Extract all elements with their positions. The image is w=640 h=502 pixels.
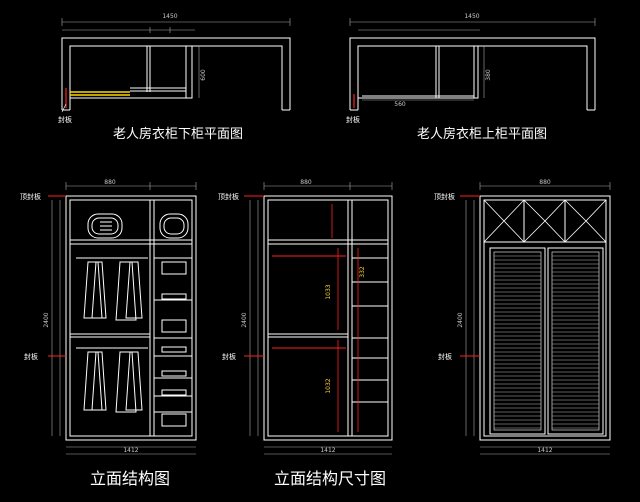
top-seal-tag-2: 顶封板 — [218, 192, 239, 201]
lower-cabinet-plan — [61, 18, 291, 113]
dim-top-width-2: 880 — [300, 179, 312, 186]
elevation-structure — [48, 182, 197, 455]
caption-elevation: 立面结构图 — [90, 469, 170, 488]
seal-board-tag-5: 封板 — [438, 352, 452, 361]
dim-door-width: 560 — [394, 101, 406, 108]
top-seal-tag-3: 顶封板 — [434, 192, 455, 201]
front-door-elevation — [460, 182, 611, 455]
dim-top-width-1: 880 — [104, 179, 116, 186]
door-slats — [494, 255, 599, 429]
dim-hang-upper: 1033 — [325, 284, 332, 299]
dim-bottom-total-3: 1412 — [537, 447, 552, 454]
seal-board-tag-1: 封板 — [58, 115, 72, 124]
dim-inner-height-2: 380 — [485, 69, 492, 81]
upper-cabinet-plan — [349, 18, 596, 111]
top-seal-tag-1: 顶封板 — [20, 192, 41, 201]
dim-bottom-total-2: 1412 — [320, 447, 335, 454]
seal-board-tag-2: 封板 — [346, 115, 360, 124]
caption-lower-plan: 老人房衣柜下柜平面图 — [113, 126, 243, 142]
caption-elevation-dims: 立面结构尺寸图 — [274, 469, 386, 488]
dim-inner-height-1: 600 — [200, 69, 207, 81]
dim-overall-width-1: 1450 — [162, 13, 177, 20]
dim-overall-width-2: 1450 — [464, 13, 479, 20]
dim-hang-lower: 1032 — [325, 378, 332, 393]
dim-total-height-1: 2400 — [43, 312, 50, 327]
dim-total-height-2: 2400 — [241, 312, 248, 327]
caption-upper-plan: 老人房衣柜上柜平面图 — [417, 126, 547, 142]
seal-board-tag-3: 封板 — [24, 352, 38, 361]
dim-shelf: 332 — [359, 266, 366, 278]
elevation-dimension — [244, 182, 393, 455]
dim-bottom-total-1: 1412 — [123, 447, 138, 454]
seal-board-tag-4: 封板 — [222, 352, 236, 361]
dim-top-width-3: 880 — [539, 179, 551, 186]
dim-total-height-3: 2400 — [457, 312, 464, 327]
